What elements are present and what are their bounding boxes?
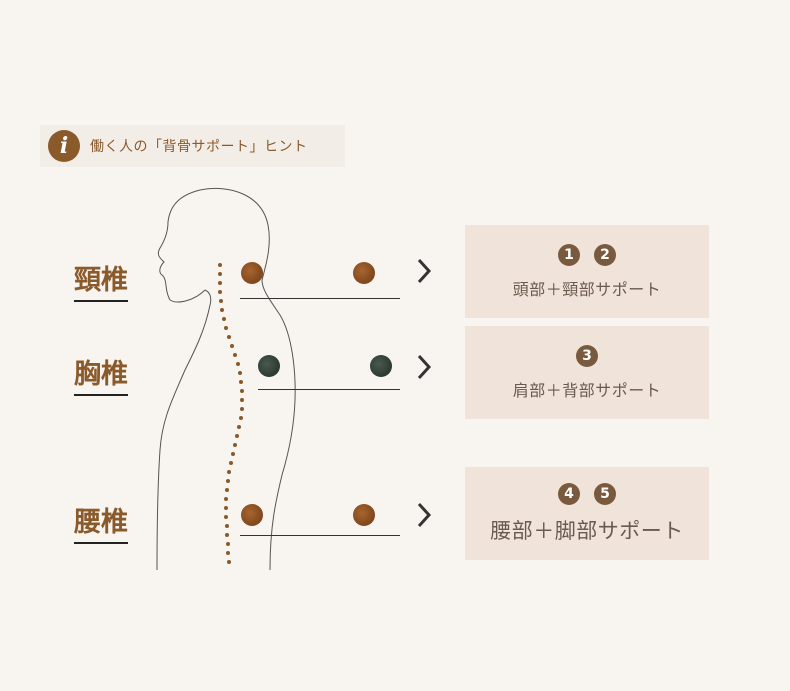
marker-line-chest bbox=[258, 389, 400, 390]
card-text: 頭部＋頸部サポート bbox=[512, 279, 662, 299]
marker-dot-chest-right bbox=[370, 355, 392, 377]
card-waist-leg-support: 4 5 腰部＋脚部サポート bbox=[465, 467, 709, 560]
card-shoulder-back-support: 3 肩部＋背部サポート bbox=[465, 326, 709, 419]
hint-header: i 働く人の「背骨サポート」ヒント bbox=[40, 125, 345, 167]
chevron-right-icon bbox=[413, 256, 435, 286]
marker-dot-neck-left bbox=[241, 262, 263, 284]
spine-dots bbox=[218, 263, 244, 564]
header-title: 働く人の「背骨サポート」ヒント bbox=[90, 139, 308, 155]
marker-dot-waist-left bbox=[241, 504, 263, 526]
label-waist: 腰椎 bbox=[74, 500, 128, 544]
label-neck: 頸椎 bbox=[74, 258, 128, 302]
card-text: 腰部＋脚部サポート bbox=[490, 518, 684, 543]
number-badge: 3 bbox=[576, 344, 598, 367]
marker-dot-chest-left bbox=[258, 355, 280, 377]
info-icon: i bbox=[48, 130, 80, 162]
card-text: 肩部＋背部サポート bbox=[512, 380, 662, 400]
chevron-right-icon bbox=[413, 500, 435, 530]
marker-dot-neck-right bbox=[353, 262, 375, 284]
number-badge: 4 bbox=[558, 482, 580, 505]
marker-dot-waist-right bbox=[353, 504, 375, 526]
number-badge: 5 bbox=[594, 482, 616, 505]
label-chest: 胸椎 bbox=[74, 352, 128, 396]
card-head-neck-support: 1 2 頭部＋頸部サポート bbox=[465, 225, 709, 318]
number-badge: 1 bbox=[558, 243, 580, 266]
chevron-right-icon bbox=[413, 352, 435, 382]
marker-line-neck bbox=[240, 298, 400, 299]
marker-line-waist bbox=[240, 535, 400, 536]
number-badge: 2 bbox=[594, 243, 616, 266]
